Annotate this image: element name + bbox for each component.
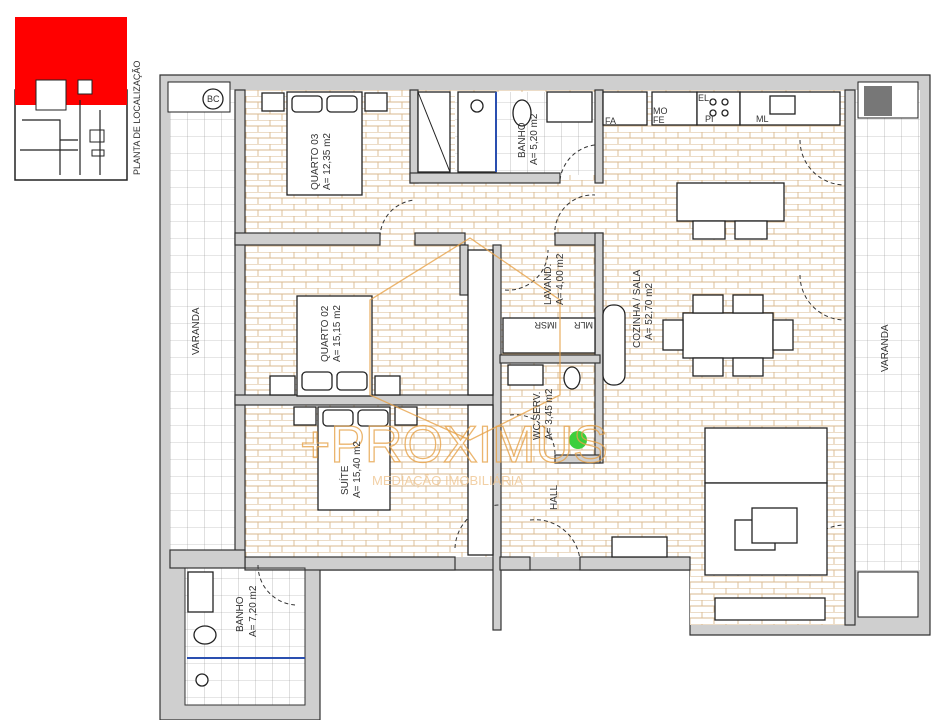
banho-bottom-name: BANHO	[235, 596, 246, 632]
suite-area: A= 15,40 m2	[352, 441, 363, 498]
ml-label: ML	[756, 114, 769, 124]
watermark-tagline: MEDIAÇÃO IMOBILIÁRIA	[372, 473, 523, 488]
quarto03-name: QUARTO 03	[310, 133, 321, 190]
location-plan-label: PLANTA DE LOCALIZAÇÃO	[132, 61, 142, 175]
varanda-left-name: VARANDA	[191, 307, 202, 355]
furniture	[187, 88, 841, 687]
suite-name: SUÍTE	[338, 465, 351, 495]
banho-top-area: A= 5,20 m2	[529, 113, 540, 165]
banho-bottom-area: A= 7,20 m2	[248, 585, 259, 637]
location-plan: PLANTA DE LOCALIZAÇÃO	[14, 17, 142, 181]
lavandaria-area: A= 4,00 m2	[555, 253, 566, 305]
imsr-label: IMSR	[534, 320, 557, 330]
wc-serv-area: A= 3,45 m2	[544, 388, 555, 440]
plant-icon	[569, 431, 587, 449]
banho-top-name: BANHO	[517, 122, 528, 158]
quarto02-name: QUARTO 02	[320, 305, 331, 362]
quarto03-area: A= 12,35 m2	[322, 133, 333, 190]
fa-label: FA	[605, 116, 616, 126]
cozinha-sala-area: A= 52,70 m2	[644, 283, 655, 340]
watermark-brand: +PROXIMUS	[300, 416, 608, 474]
quarto02-area: A= 15,15 m2	[332, 305, 343, 362]
el-label: EL	[698, 93, 709, 103]
boiler-icon	[202, 88, 224, 110]
watermark: +PROXIMUS MEDIAÇÃO IMOBILIÁRIA	[299, 237, 608, 488]
wc-serv-name: WC SERV.	[532, 392, 543, 440]
pi-label: PI	[705, 114, 714, 124]
varanda-right-floor	[855, 90, 920, 570]
varanda-right-name: VARANDA	[880, 324, 891, 372]
bc-label: BC	[207, 94, 220, 104]
mo-label: MO	[653, 106, 668, 116]
mlr-label: MLR	[573, 320, 593, 330]
fe-label: FE	[653, 115, 665, 125]
varanda-left-floor	[170, 90, 235, 550]
hall-name: HALL	[549, 485, 560, 510]
lavandaria-name: LAVAND.	[543, 264, 554, 305]
cozinha-sala-name: COZINHA / SALA	[632, 269, 643, 348]
